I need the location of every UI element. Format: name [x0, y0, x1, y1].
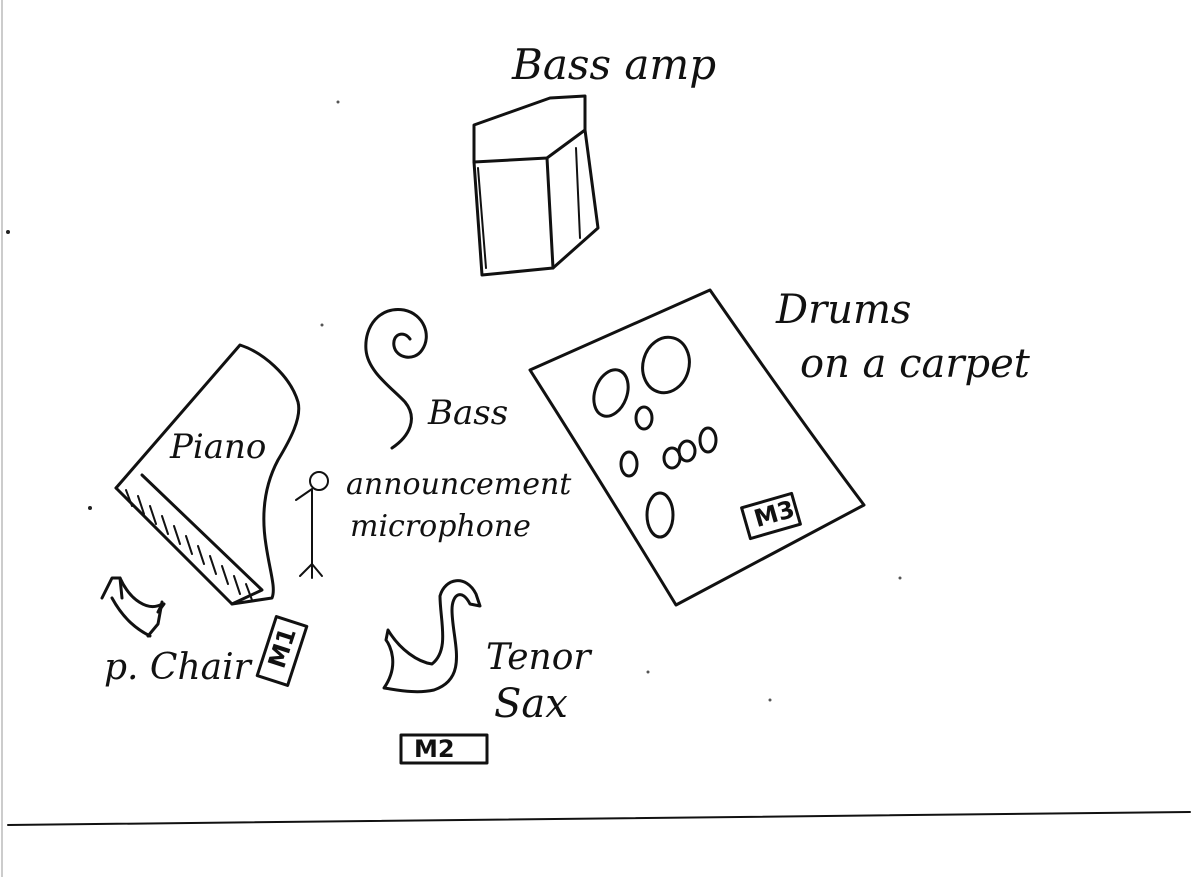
drum-circle — [679, 441, 695, 461]
drum-circle — [621, 452, 637, 476]
paper-speck — [88, 506, 92, 510]
drum-kit-icon — [588, 332, 716, 537]
m2-tag: M2 — [414, 737, 455, 761]
bass-amp-icon — [474, 96, 598, 275]
paper-speck — [6, 230, 10, 234]
drums-label-line2: on a carpet — [800, 344, 1030, 384]
announcement-label-line1: announcement — [346, 470, 571, 500]
drum-circle — [588, 365, 634, 421]
paper-speck — [769, 699, 772, 702]
drum-circle — [637, 332, 696, 398]
announcement-label-line2: microphone — [350, 512, 531, 542]
drum-circle — [647, 493, 673, 537]
piano-chair-label: p. Chair — [104, 650, 251, 686]
paper-speck — [337, 101, 340, 104]
paper-speck — [321, 324, 324, 327]
drum-circle — [700, 428, 716, 452]
microphone-stand-icon — [296, 472, 328, 578]
saxophone-icon — [384, 581, 480, 692]
grand-piano-icon — [116, 345, 299, 604]
bass-amp-label: Bass amp — [512, 44, 716, 86]
bass-scroll-icon — [366, 309, 426, 448]
tenor-sax-label-line1: Tenor — [486, 640, 591, 676]
piano-label: Piano — [170, 430, 266, 464]
bass-label: Bass — [428, 396, 508, 430]
drum-circle — [636, 407, 652, 429]
paper-speck — [647, 671, 650, 674]
chair-icon — [102, 578, 164, 636]
drum-carpet-icon — [530, 290, 864, 605]
page-bottom-rule — [8, 812, 1190, 825]
tenor-sax-label-line2: Sax — [494, 684, 568, 724]
drums-label-line1: Drums — [776, 290, 911, 330]
paper-speck — [899, 577, 902, 580]
